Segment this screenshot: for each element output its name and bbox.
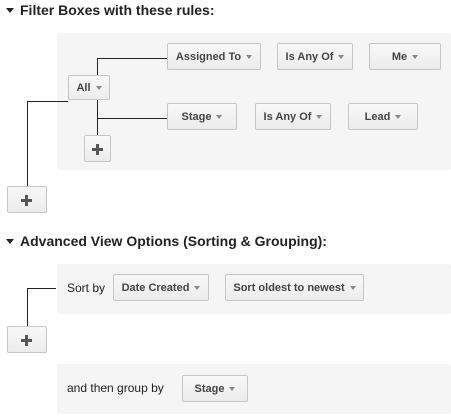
collapse-caret-icon[interactable] [6,238,14,244]
rule-1-field-label: Assigned To [175,50,242,63]
advanced-section-header[interactable]: Advanced View Options (Sorting & Groupin… [6,233,327,249]
rule-2-operator-dropdown[interactable]: Is Any Of [255,103,331,130]
dropdown-arrow-icon [412,54,419,59]
rule-2-field-dropdown[interactable]: Stage [167,103,237,130]
rule-2-value-dropdown[interactable]: Lead [348,103,418,130]
dropdown-arrow-icon [95,85,102,90]
sort-connector-horizontal [27,288,56,289]
sort-order-dropdown[interactable]: Sort oldest to newest [225,274,364,301]
dropdown-arrow-icon [194,285,201,290]
dropdown-arrow-icon [246,54,253,59]
group-field-label: Stage [194,382,225,395]
group-by-label: and then group by [67,381,164,395]
rule-2-field-label: Stage [181,110,212,123]
dropdown-arrow-icon [338,54,345,59]
outer-connector-vertical [27,101,28,186]
group-operator-dropdown[interactable]: All [68,75,110,100]
sort-field-dropdown[interactable]: Date Created [113,274,209,301]
sort-connector-vertical [27,288,28,326]
rule-1-field-dropdown[interactable]: Assigned To [167,43,261,70]
dropdown-arrow-icon [216,114,223,119]
rule-2-value-label: Lead [364,110,391,123]
rule-1-connector-line [97,58,167,59]
advanced-section-title: Advanced View Options (Sorting & Groupin… [20,233,327,249]
add-rule-button[interactable] [84,135,111,162]
dropdown-arrow-icon [316,114,323,119]
filter-section-title: Filter Boxes with these rules: [20,2,215,18]
sort-by-label: Sort by [67,281,106,295]
add-sort-button[interactable] [7,326,47,353]
add-filter-group-button[interactable] [7,186,47,213]
rule-1-value-label: Me [391,50,408,63]
sort-field-label: Date Created [121,281,190,294]
group-panel [57,364,451,414]
dropdown-arrow-icon [395,114,402,119]
rule-1-operator-label: Is Any Of [285,50,334,63]
rule-1-operator-dropdown[interactable]: Is Any Of [277,43,353,70]
outer-connector-horizontal [27,101,68,102]
group-operator-label: All [76,81,91,94]
rule-2-operator-label: Is Any Of [263,110,312,123]
filter-section-header[interactable]: Filter Boxes with these rules: [6,2,215,18]
rule-2-connector-line [97,118,167,119]
dropdown-arrow-icon [349,285,356,290]
dropdown-arrow-icon [229,386,236,391]
rule-1-value-dropdown[interactable]: Me [369,43,441,70]
sort-order-label: Sort oldest to newest [233,281,345,294]
group-field-dropdown[interactable]: Stage [182,375,248,402]
collapse-caret-icon[interactable] [6,7,14,13]
add-rule-connector-line [97,118,98,135]
